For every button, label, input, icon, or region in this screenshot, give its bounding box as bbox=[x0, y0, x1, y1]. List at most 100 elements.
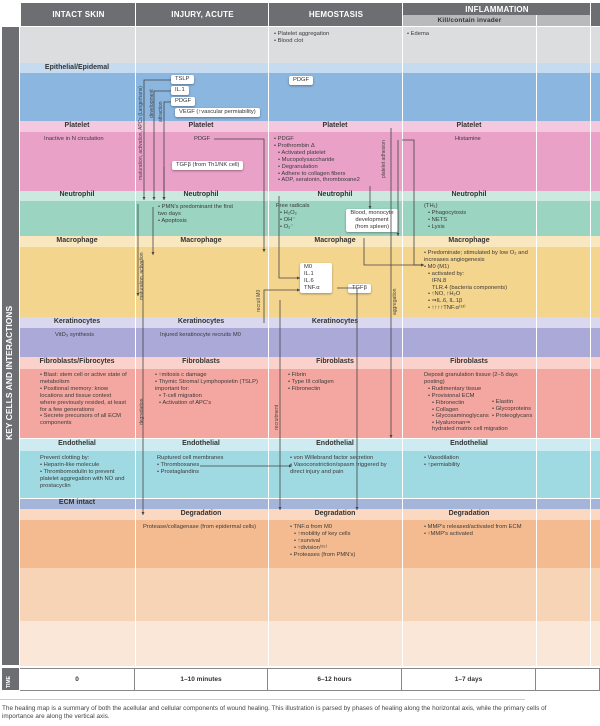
arrowhead bbox=[162, 197, 166, 200]
text-line: Proteases (from PMN's) bbox=[290, 552, 390, 559]
text-line: O₂⁻ bbox=[276, 224, 331, 231]
degradation-injury: Protease/collagenase (from epidermal cel… bbox=[143, 524, 268, 531]
text-line: Glycoproteins bbox=[492, 406, 537, 413]
phase-subheader: Kill/contain invader bbox=[402, 15, 536, 26]
column-divider bbox=[402, 27, 403, 667]
row-header-degradation: Degradation bbox=[314, 510, 356, 517]
arrowhead bbox=[396, 233, 400, 236]
text-line: ⇒IL.6, IL.1β bbox=[424, 298, 534, 305]
text-line: Heparin-like molecule bbox=[40, 462, 130, 469]
text-line: PDGF bbox=[274, 136, 399, 143]
connector-arrow bbox=[337, 287, 358, 510]
text-line: (TH₁) bbox=[424, 203, 438, 209]
row-band-deg_h bbox=[20, 509, 600, 520]
caption-divider bbox=[0, 699, 525, 700]
text-line: T-cell migration bbox=[155, 393, 265, 400]
connector-arrow bbox=[153, 90, 171, 200]
text-line: NETS bbox=[424, 217, 524, 224]
row-header-degradation: Degradation bbox=[448, 510, 490, 517]
phase-header: INJURY, ACUTE bbox=[135, 3, 269, 26]
text-line: Ruptured cell membranes bbox=[157, 455, 224, 461]
row-band-ker bbox=[20, 328, 600, 357]
text-line: ↑MMP's activated bbox=[424, 531, 534, 538]
text-line: ↑mobility of key cells bbox=[290, 531, 390, 538]
neutrophil-inflammation: (TH₁)PhagocytosisNETSLysis bbox=[424, 203, 524, 231]
row-band-peach2 bbox=[20, 621, 600, 666]
column-divider bbox=[135, 27, 136, 667]
endothelial-injury: Ruptured cell membranesThromboxanesProst… bbox=[157, 455, 257, 476]
text-line: ADP, seratonin, thromboxane2 bbox=[274, 177, 399, 184]
text-line: hydrated matrix cell migration bbox=[432, 426, 508, 432]
arrowhead bbox=[355, 507, 359, 510]
arrowhead bbox=[151, 252, 155, 255]
text-line: Mucopolysaccharide bbox=[274, 157, 399, 164]
pdgf-box: PDGF bbox=[289, 76, 314, 85]
connector-arrow bbox=[163, 101, 171, 200]
text-line: Positional memory: know locations and ti… bbox=[40, 386, 128, 414]
text-line: ↑permiability bbox=[424, 462, 524, 469]
degradation-hemostasis: TNF.α from M0↑mobility of key cells↑surv… bbox=[290, 524, 390, 559]
row-band-ecm bbox=[20, 499, 600, 509]
row-header-macrophage: Macrophage bbox=[56, 237, 98, 244]
text-line: Fibrin bbox=[288, 372, 368, 379]
endothelial-intact: Prevent clotting by:Heparin-like molecul… bbox=[40, 455, 130, 490]
text-line: Blast: stem cell or active state of meta… bbox=[40, 372, 128, 386]
arrowhead bbox=[278, 507, 282, 510]
text-line: Deposit granulation tissue (2–5 days pos… bbox=[424, 372, 518, 385]
arrowhead bbox=[141, 512, 145, 515]
row-band-mac_h bbox=[20, 236, 600, 247]
row-header-macrophage: Macrophage bbox=[448, 237, 490, 244]
text-line: H₂O₂ bbox=[276, 210, 331, 217]
connector-arrow bbox=[363, 238, 424, 266]
keratinocytes-intact: VitD₃ synthesis bbox=[55, 332, 135, 339]
tslp-box: TSLP bbox=[171, 75, 194, 84]
row-header-endothelial: Endothelial bbox=[450, 440, 488, 447]
text-line: Platelet aggregation bbox=[274, 31, 394, 38]
text-line: Activated platelet bbox=[274, 150, 399, 157]
side-label-bar bbox=[2, 27, 19, 665]
text-line: Lysis bbox=[424, 224, 524, 231]
text-line: ↑survival bbox=[290, 538, 390, 545]
arrowhead bbox=[289, 464, 292, 468]
row-header-fibroblasts: Fibroblasts bbox=[316, 358, 354, 365]
row-header-macrophage: Macrophage bbox=[314, 237, 356, 244]
row-band-fib_h bbox=[20, 357, 600, 369]
column-divider bbox=[536, 27, 537, 667]
platelet-intact: Inactive in N circulation bbox=[44, 136, 134, 143]
platelet-hemostasis: PDGFProthrombin ΔActivated plateletMucop… bbox=[274, 136, 399, 184]
keratinocytes-injury: Injured keratinocyte recruits M0 bbox=[160, 332, 260, 339]
text-line: Edema bbox=[407, 31, 527, 38]
phase-header: INFLAMMATION bbox=[402, 3, 591, 15]
text-line: PMN's predominant the first two days bbox=[158, 204, 238, 218]
arrowhead bbox=[142, 197, 146, 200]
arrowhead bbox=[368, 206, 372, 209]
row-header-platelet: Platelet bbox=[322, 122, 348, 129]
text-line: M0 (M1) bbox=[424, 264, 534, 271]
row-header-fibroblasts: Fibroblasts/Fibrocytes bbox=[39, 358, 115, 365]
row-band-epi_h bbox=[20, 63, 600, 73]
text-line: Proteoglycans bbox=[492, 413, 537, 420]
row-band-end_h bbox=[20, 439, 600, 451]
row-header-endothelial: Endothelial bbox=[182, 440, 220, 447]
text-line: ↑↑↑↑TNF.α⁽¹³⁾ bbox=[424, 305, 534, 312]
il1-box: IL.1 bbox=[171, 86, 189, 95]
text-line: Hyaluronan⇒ bbox=[424, 420, 534, 427]
text-line: Thrombomodulin to prevent platelet aggre… bbox=[40, 469, 130, 490]
row-header-keratinocytes: Keratinocytes bbox=[53, 318, 101, 325]
fibroblasts-ecm-right: ElastinGlycoproteinsProteoglycans bbox=[492, 399, 537, 420]
arrowhead bbox=[297, 288, 300, 292]
text-line: Collagen bbox=[424, 407, 534, 414]
row-header-degradation: Degradation bbox=[180, 510, 222, 517]
text-line: Rudimentary tissue bbox=[424, 386, 534, 393]
text-line: Elastin bbox=[492, 399, 537, 406]
text-line: VitD₃ synthesis bbox=[55, 332, 94, 338]
m0-box-line: IL.6 bbox=[304, 278, 314, 284]
degradation-inflammation: MMP's released/activated from ECM↑MMP's … bbox=[424, 524, 534, 538]
text-line: ↑division⁽²⁵⁾ bbox=[290, 545, 390, 552]
text-line: OH⁻ bbox=[276, 217, 331, 224]
time-cell: 0 bbox=[20, 668, 135, 691]
endothelial-inflammation: Vasodilation↑permiability bbox=[424, 455, 524, 469]
time-cell: 1–10 minutes bbox=[135, 668, 268, 691]
neutrophil-hemostasis: Free radicalsH₂O₂OH⁻O₂⁻ bbox=[276, 203, 331, 231]
